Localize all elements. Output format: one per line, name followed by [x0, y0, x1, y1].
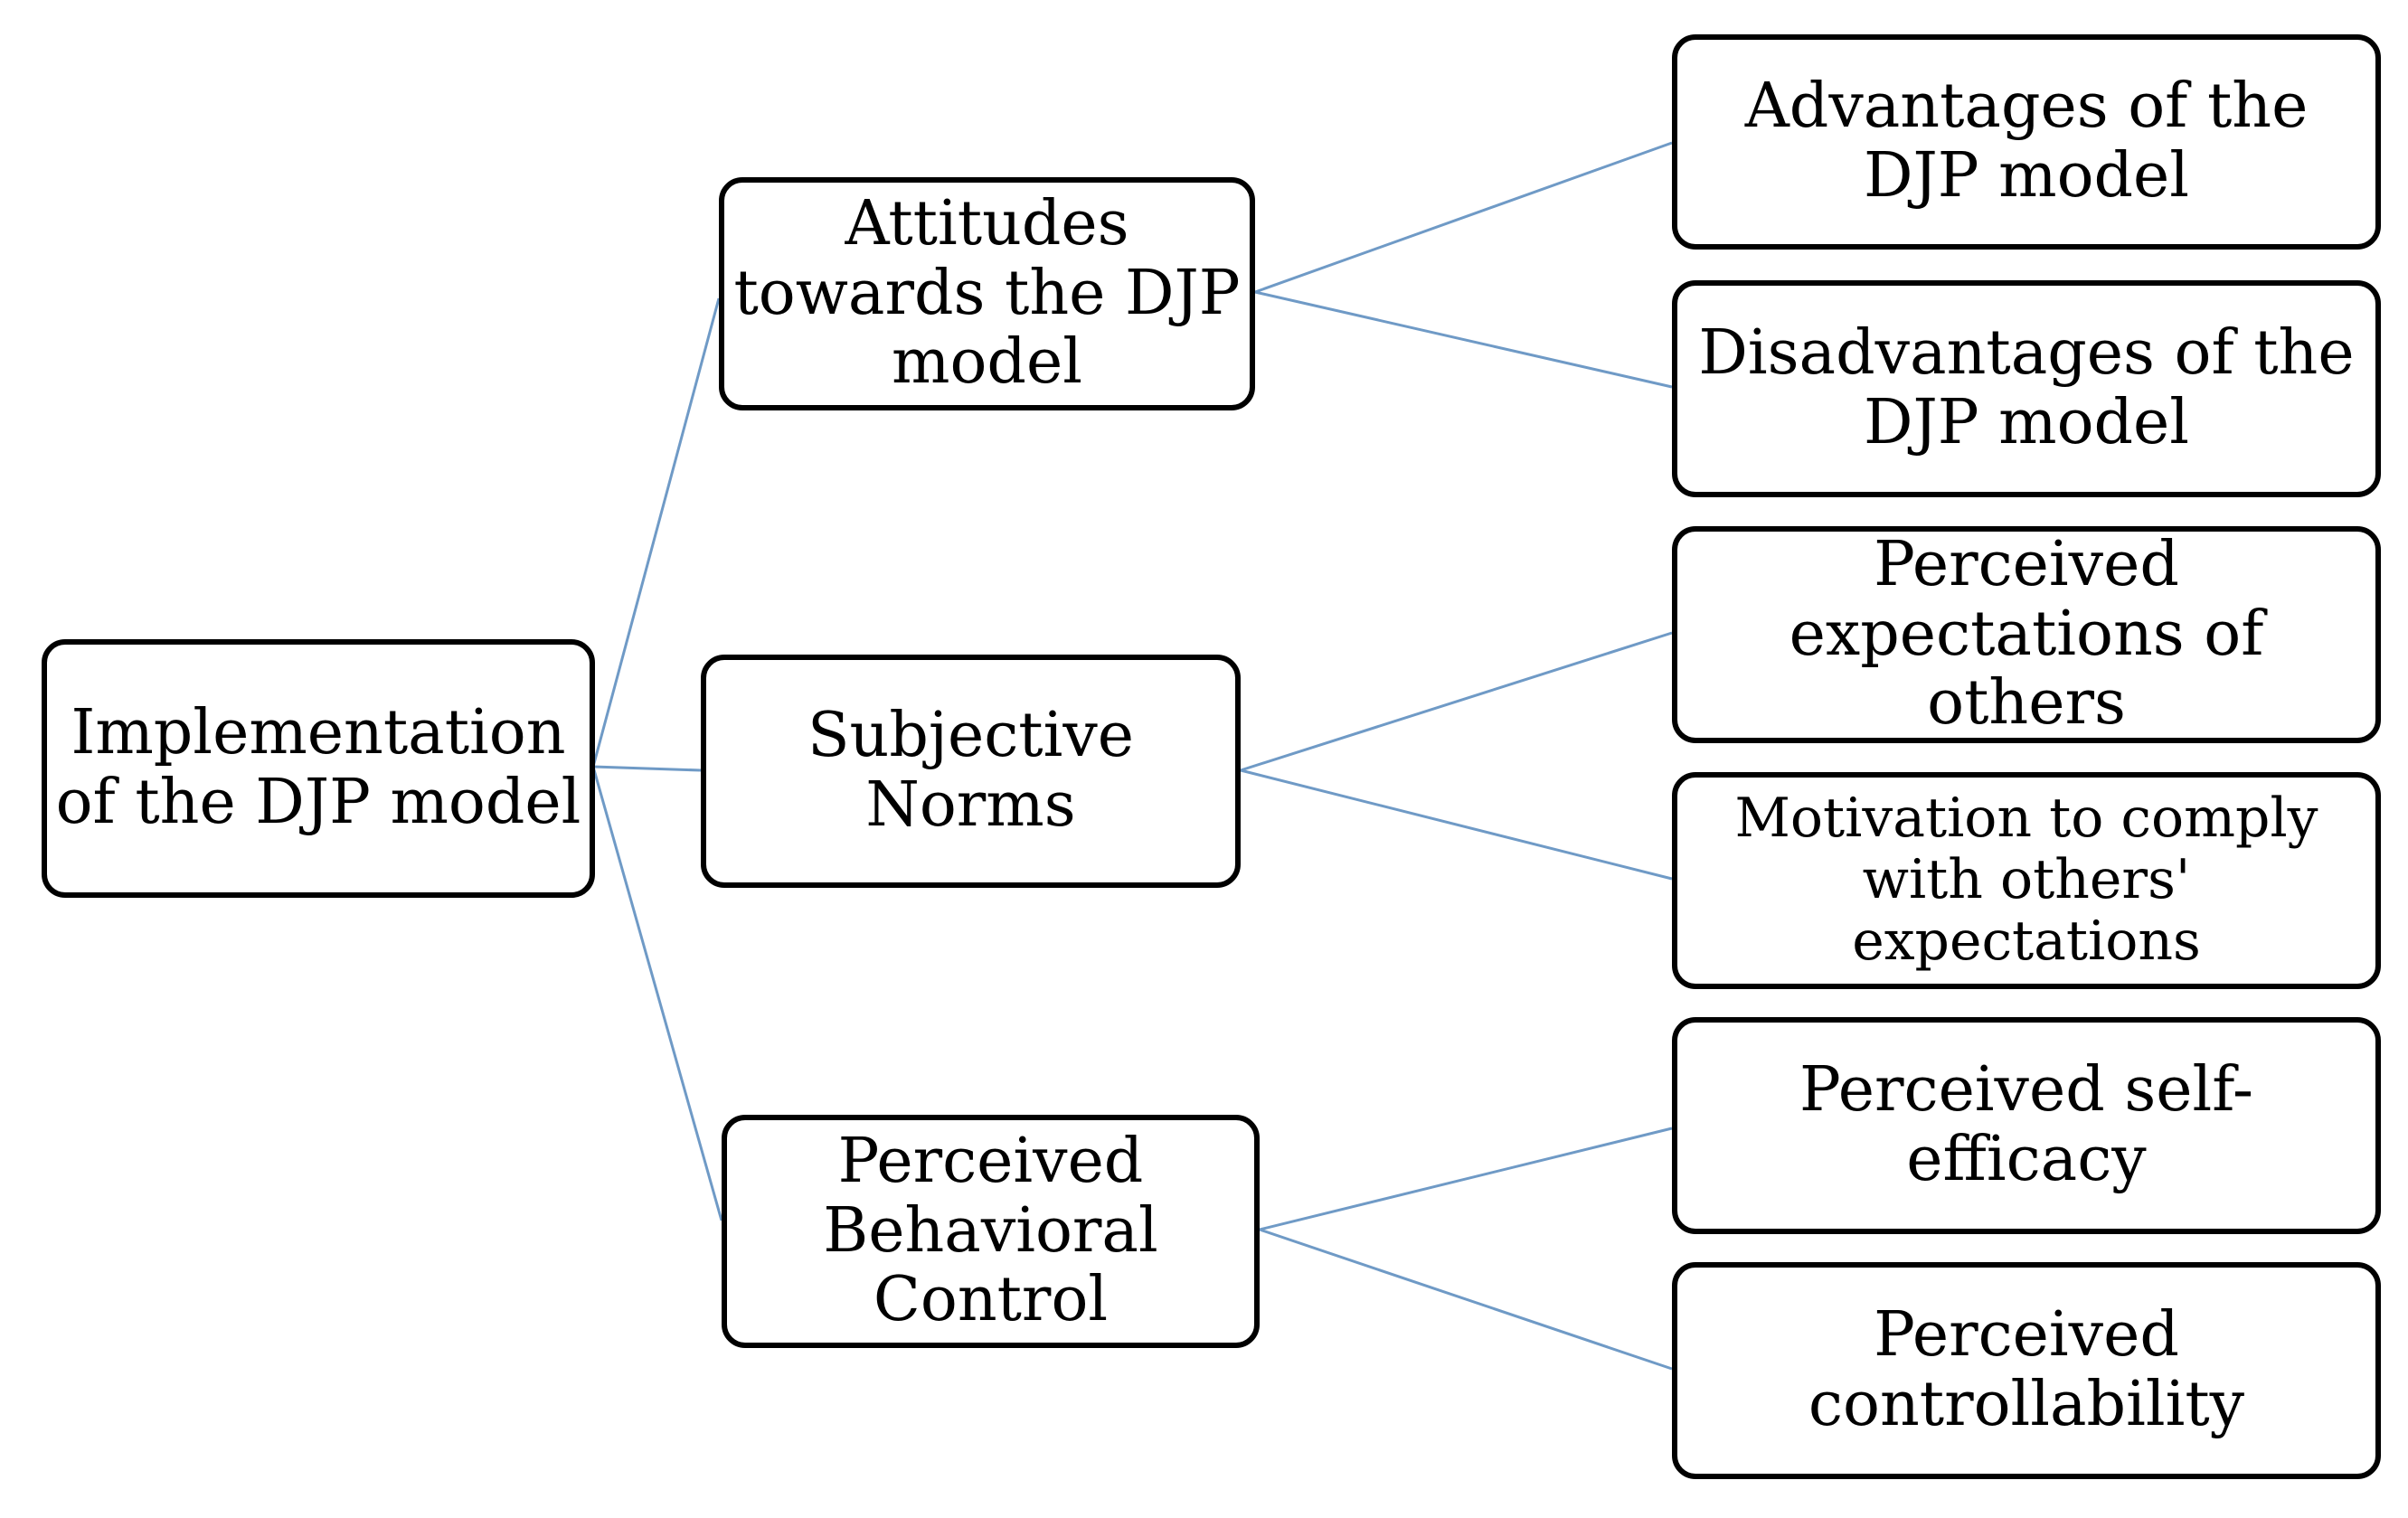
leaf-node-label: Perceived controllability: [1808, 1299, 2245, 1440]
leaf-node-label: Motivation to comply with others' expect…: [1734, 787, 2318, 973]
leaf-node-motivation-to-comply: Motivation to comply with others' expect…: [1672, 772, 2381, 989]
leaf-node-label: Perceived expectations of others: [1789, 528, 2264, 740]
connector-control-controllability: [1259, 1228, 1673, 1371]
connector-norms-motivation: [1240, 768, 1673, 881]
leaf-node-advantages: Advantages of the DJP model: [1672, 34, 2381, 250]
leaf-node-perceived-expectations: Perceived expectations of others: [1672, 526, 2381, 743]
connector-root-subjective-norms: [592, 765, 702, 772]
connector-root-attitudes: [591, 297, 721, 768]
leaf-node-label: Perceived self- efficacy: [1799, 1054, 2253, 1195]
construct-node-behavioral-control: Perceived Behavioral Control: [722, 1115, 1260, 1348]
connector-norms-expectations: [1240, 631, 1673, 772]
leaf-node-controllability: Perceived controllability: [1672, 1262, 2381, 1479]
leaf-node-label: Disadvantages of the DJP model: [1698, 317, 2355, 458]
leaf-node-self-efficacy: Perceived self- efficacy: [1672, 1017, 2381, 1234]
connector-control-self-efficacy: [1259, 1127, 1673, 1231]
construct-node-label: Subjective Norms: [807, 700, 1135, 841]
construct-node-label: Attitudes towards the DJP model: [733, 187, 1241, 399]
root-node-implementation: Implementation of the DJP model: [42, 639, 595, 898]
construct-node-subjective-norms: Subjective Norms: [701, 655, 1241, 888]
construct-node-attitudes: Attitudes towards the DJP model: [719, 177, 1255, 410]
leaf-node-label: Advantages of the DJP model: [1744, 71, 2309, 212]
root-node-label: Implementation of the DJP model: [55, 697, 581, 838]
leaf-node-disadvantages: Disadvantages of the DJP model: [1672, 280, 2381, 497]
connector-attitudes-disadvantages: [1254, 290, 1673, 389]
construct-node-label: Perceived Behavioral Control: [823, 1125, 1158, 1336]
connector-root-behavioral-control: [591, 766, 723, 1221]
connector-attitudes-advantages: [1254, 141, 1673, 294]
